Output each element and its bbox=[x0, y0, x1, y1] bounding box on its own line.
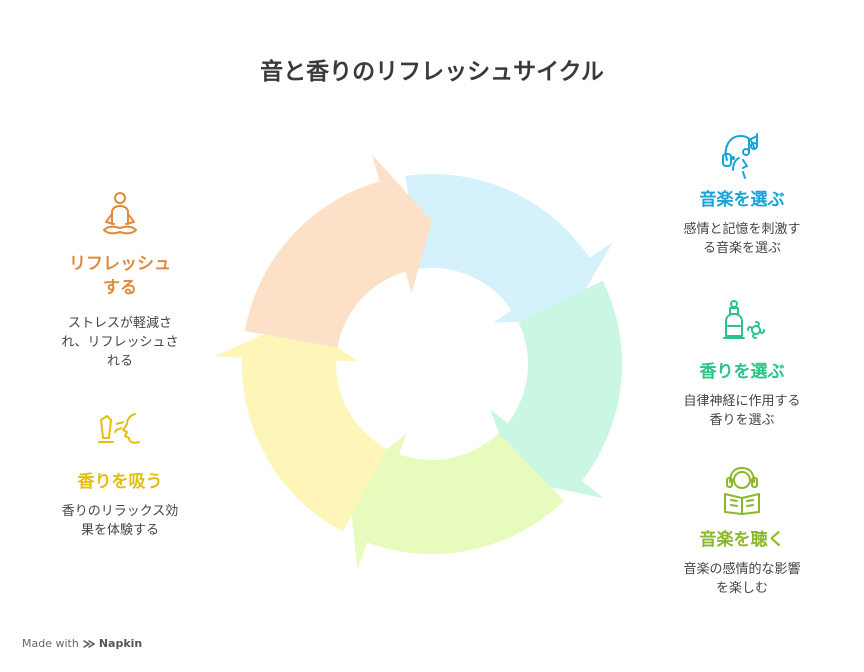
cycle-arrow-select-music bbox=[405, 174, 613, 323]
step-select-music: 音楽を選ぶ 感情と記憶を刺激す る音楽を選ぶ bbox=[662, 130, 822, 258]
step-description: 感情と記憶を刺激す る音楽を選ぶ bbox=[683, 222, 801, 256]
step-label: 香りを選ぶ bbox=[699, 362, 785, 382]
step-inhale-aroma: 香りを吸う 香りのリラックス効 果を体験する bbox=[38, 410, 202, 540]
cycle-arrow-inhale-aroma bbox=[214, 319, 387, 532]
step-description: ストレスが軽減さ れ、リフレッシュさ れる bbox=[61, 316, 179, 369]
page-title: 音と香りのリフレッシュサイクル bbox=[260, 59, 604, 85]
napkin-logo-icon bbox=[83, 639, 95, 648]
step-label: リフレッシュ する bbox=[69, 254, 171, 298]
cycle-arrow-select-aroma bbox=[490, 280, 623, 499]
step-description: 香りのリラックス効 果を体験する bbox=[61, 504, 179, 538]
step-select-aroma: 香りを選ぶ 自律神経に作用する 香りを選ぶ bbox=[662, 298, 822, 430]
footer-credit: Made with Napkin bbox=[22, 637, 143, 650]
step-description: 自律神経に作用する 香りを選ぶ bbox=[683, 394, 801, 428]
step-description: 音楽の感情的な影響 を楽しむ bbox=[683, 562, 801, 596]
step-label: 音楽を選ぶ bbox=[699, 190, 785, 210]
inhale-scent-icon bbox=[98, 413, 140, 444]
reading-headphones-icon bbox=[724, 467, 760, 515]
aroma-bottle-flower-icon bbox=[723, 300, 765, 339]
step-refresh: リフレッシュ する ストレスが軽減さ れ、リフレッシュさ れる bbox=[40, 190, 200, 371]
cycle-arrow-listen-music bbox=[347, 433, 564, 569]
cycle-arrow-refresh bbox=[244, 154, 432, 348]
headphones-music-icon bbox=[722, 133, 758, 179]
step-label: 音楽を聴く bbox=[699, 530, 785, 550]
step-listen-music: 音楽を聴く 音楽の感情的な影響 を楽しむ bbox=[662, 466, 822, 598]
step-label: 香りを吸う bbox=[77, 472, 163, 492]
meditation-icon bbox=[103, 192, 137, 235]
